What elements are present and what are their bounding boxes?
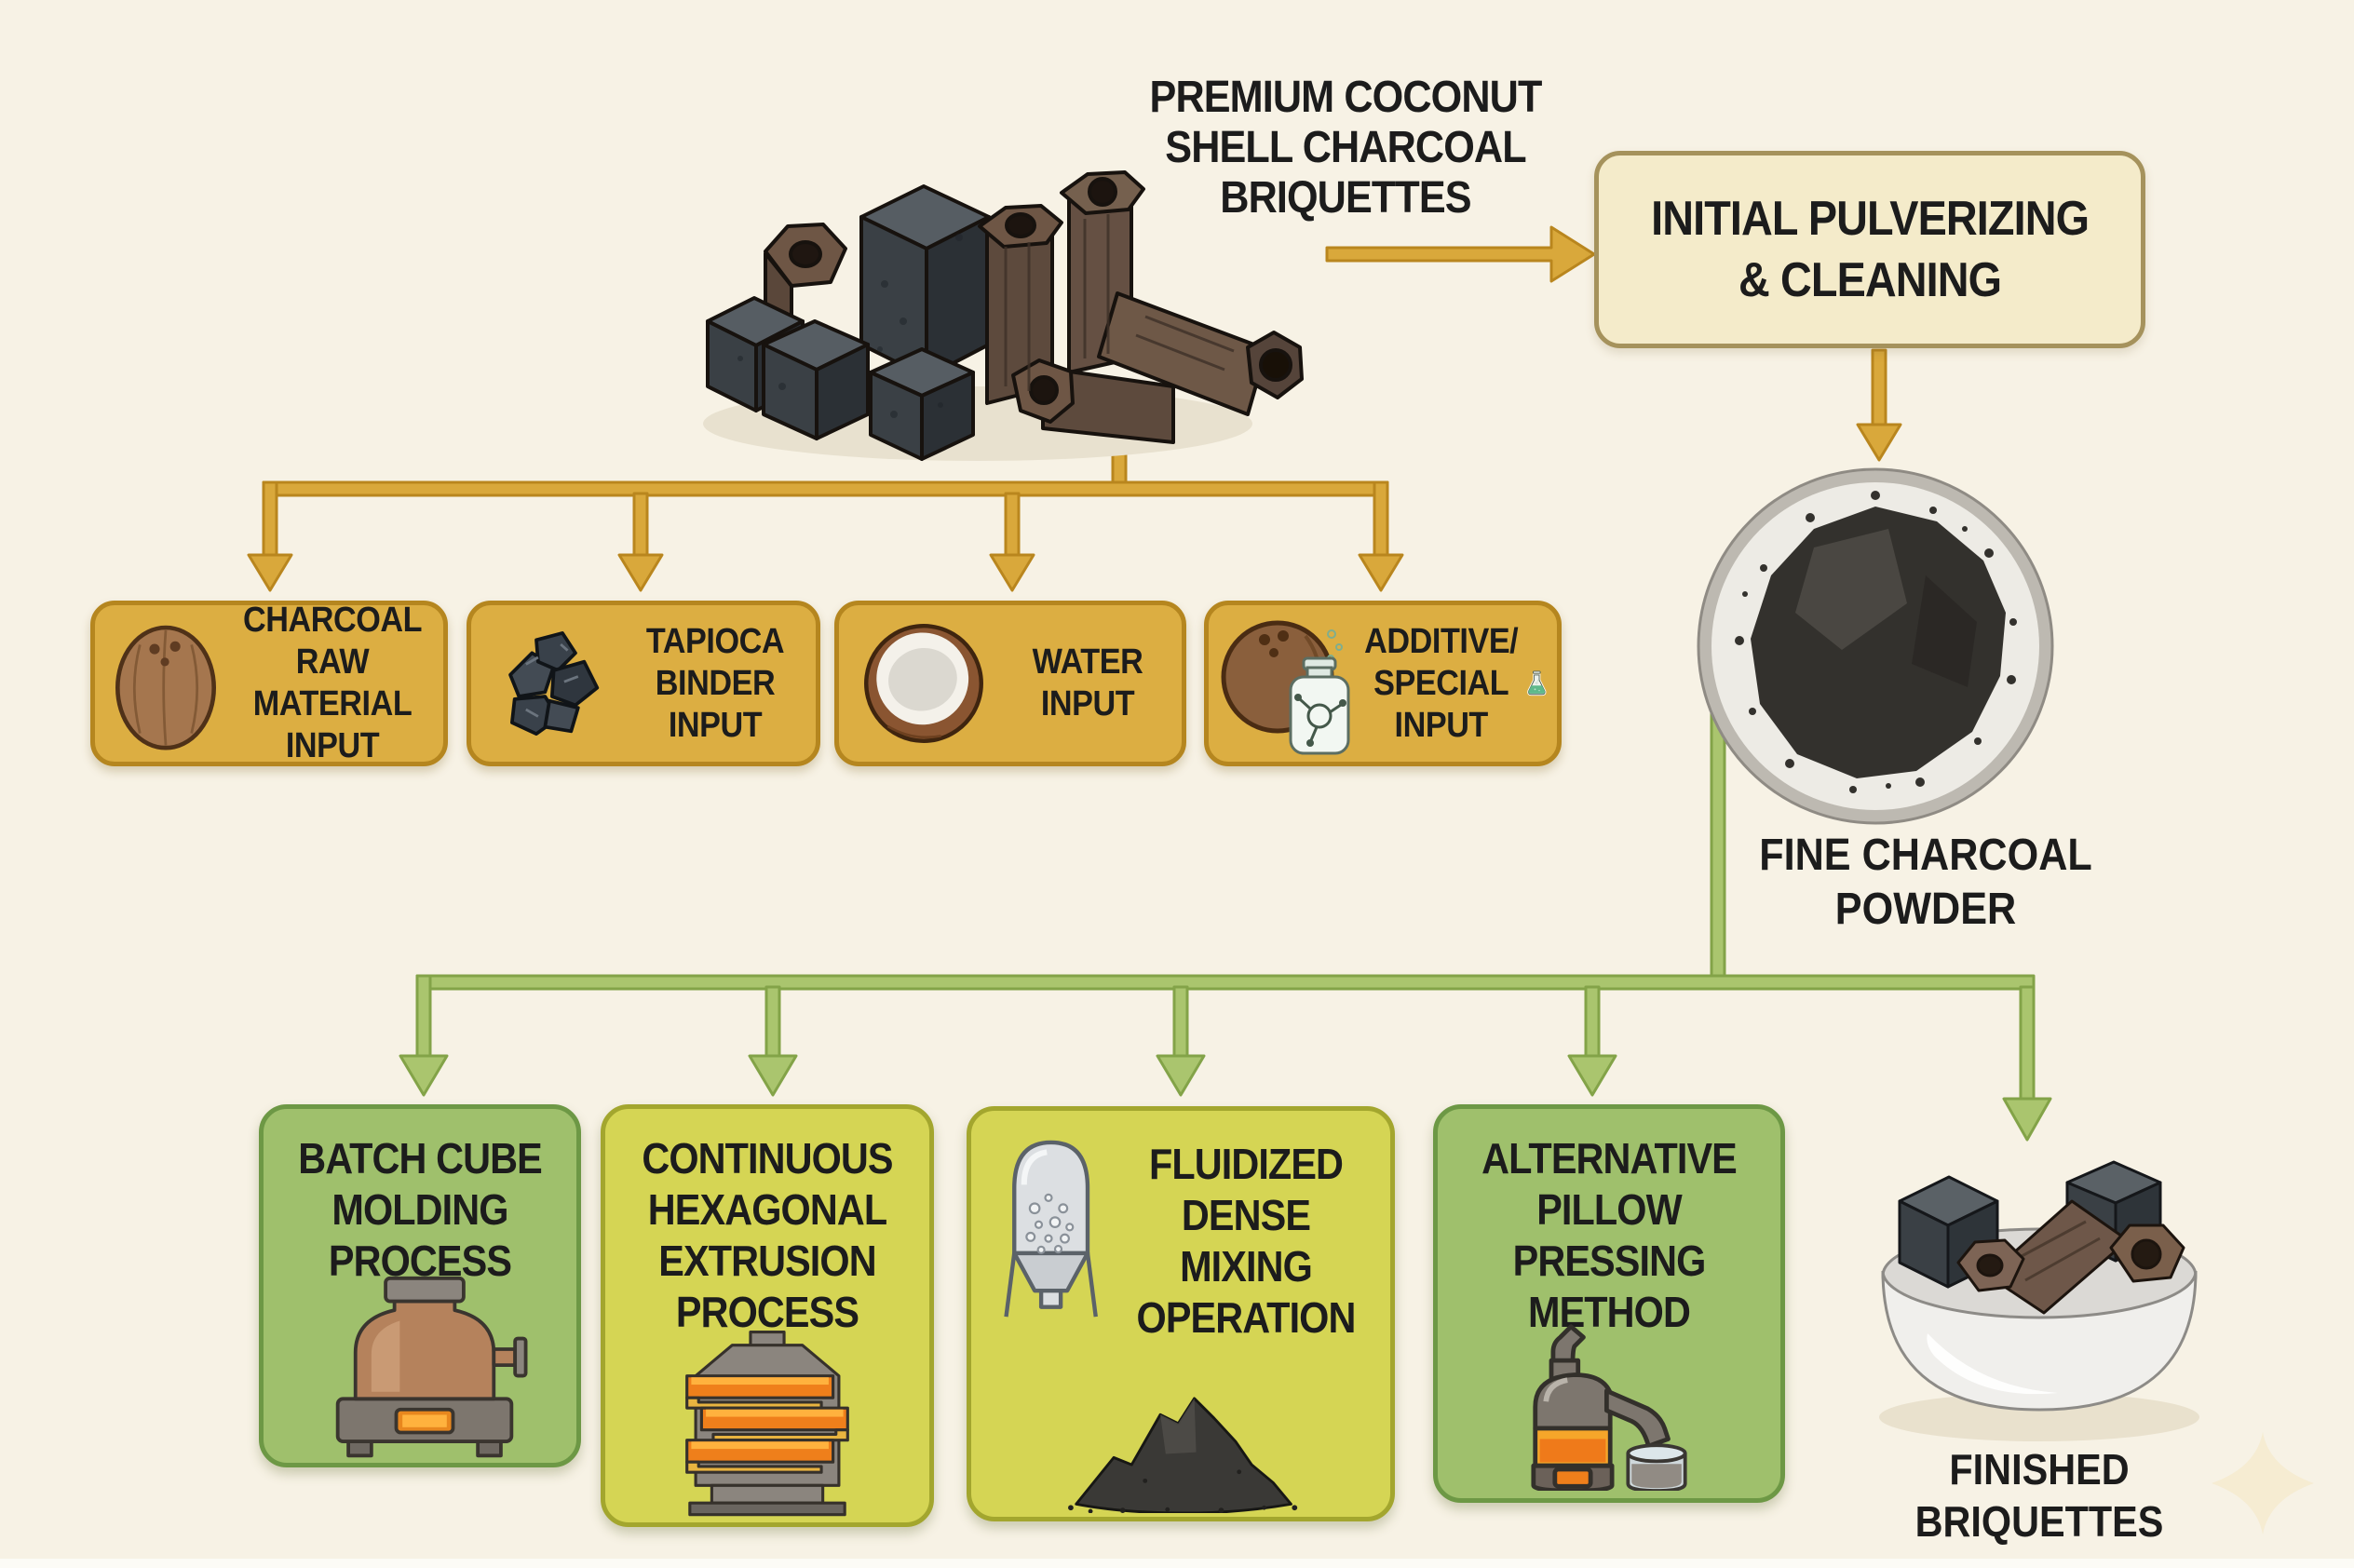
initial-pulverizing-label: INITIAL PULVERIZING & CLEANING xyxy=(1651,192,2090,307)
input-label: TAPIOCA BINDER INPUT xyxy=(645,621,785,745)
process-box-alternative-pillow-pressing: ALTERNATIVE PILLOW PRESSING METHOD xyxy=(1433,1104,1785,1503)
process-box-batch-cube-molding: BATCH CUBE MOLDING PROCESS xyxy=(259,1104,581,1467)
input-box-water: WATER INPUT xyxy=(834,601,1186,766)
input-label: ADDITIVE/ SPECIAL INPUT xyxy=(1364,621,1519,745)
sparkle-icon xyxy=(2212,1432,2314,1534)
process-label: CONTINUOUS HEXAGONAL EXTRUSION PROCESS xyxy=(642,1134,893,1336)
input-box-additive-special: ADDITIVE/ SPECIAL INPUT xyxy=(1204,601,1562,766)
mixing-silo-icon xyxy=(1004,1140,1098,1318)
source-label: PREMIUM COCONUT SHELL CHARCOAL BRIQUETTE… xyxy=(1149,73,1543,223)
finished-briquettes-label: FINISHED BRIQUETTES xyxy=(1914,1445,2164,1546)
input-box-charcoal-raw-material: CHARCOAL RAW MATERIAL INPUT xyxy=(90,601,448,766)
process-label: BATCH CUBE MOLDING PROCESS xyxy=(298,1134,543,1285)
half-coconut-icon xyxy=(864,624,983,743)
molding-furnace-icon xyxy=(335,1276,528,1458)
coconut-icon xyxy=(115,625,216,750)
briquette-pile-illustration xyxy=(703,170,1304,461)
process-label: FLUIDIZED DENSE MIXING OPERATION xyxy=(1136,1140,1357,1342)
pillow-press-icon xyxy=(1531,1324,1687,1491)
process-label: ALTERNATIVE PILLOW PRESSING METHOD xyxy=(1481,1134,1738,1336)
bottom-edge-strip xyxy=(0,1559,2354,1568)
input-label: WATER INPUT xyxy=(1032,642,1143,723)
flask-icon xyxy=(1527,670,1547,696)
coconut-jar-icon xyxy=(1221,620,1350,755)
input-label: CHARCOAL RAW MATERIAL INPUT xyxy=(242,601,423,765)
input-box-tapioca-binder: TAPIOCA BINDER INPUT xyxy=(467,601,820,766)
process-box-continuous-hexagonal-extrusion: CONTINUOUS HEXAGONAL EXTRUSION PROCESS xyxy=(601,1104,934,1527)
initial-pulverizing-box: INITIAL PULVERIZING & CLEANING xyxy=(1594,151,2145,348)
gold-connector-arrows xyxy=(247,225,1902,592)
powder-bowl-illustration xyxy=(1697,467,2054,825)
extrusion-press-icon xyxy=(685,1331,849,1517)
finished-bowl-illustration xyxy=(1879,1160,2199,1441)
fine-powder-label: FINE CHARCOAL POWDER xyxy=(1759,831,2092,934)
powder-pile-icon xyxy=(1068,1397,1298,1513)
green-connector-arrows xyxy=(399,696,2052,1142)
charcoal-lumps-icon xyxy=(508,631,600,736)
process-box-fluidized-dense-mixing: FLUIDIZED DENSE MIXING OPERATION xyxy=(967,1106,1395,1521)
